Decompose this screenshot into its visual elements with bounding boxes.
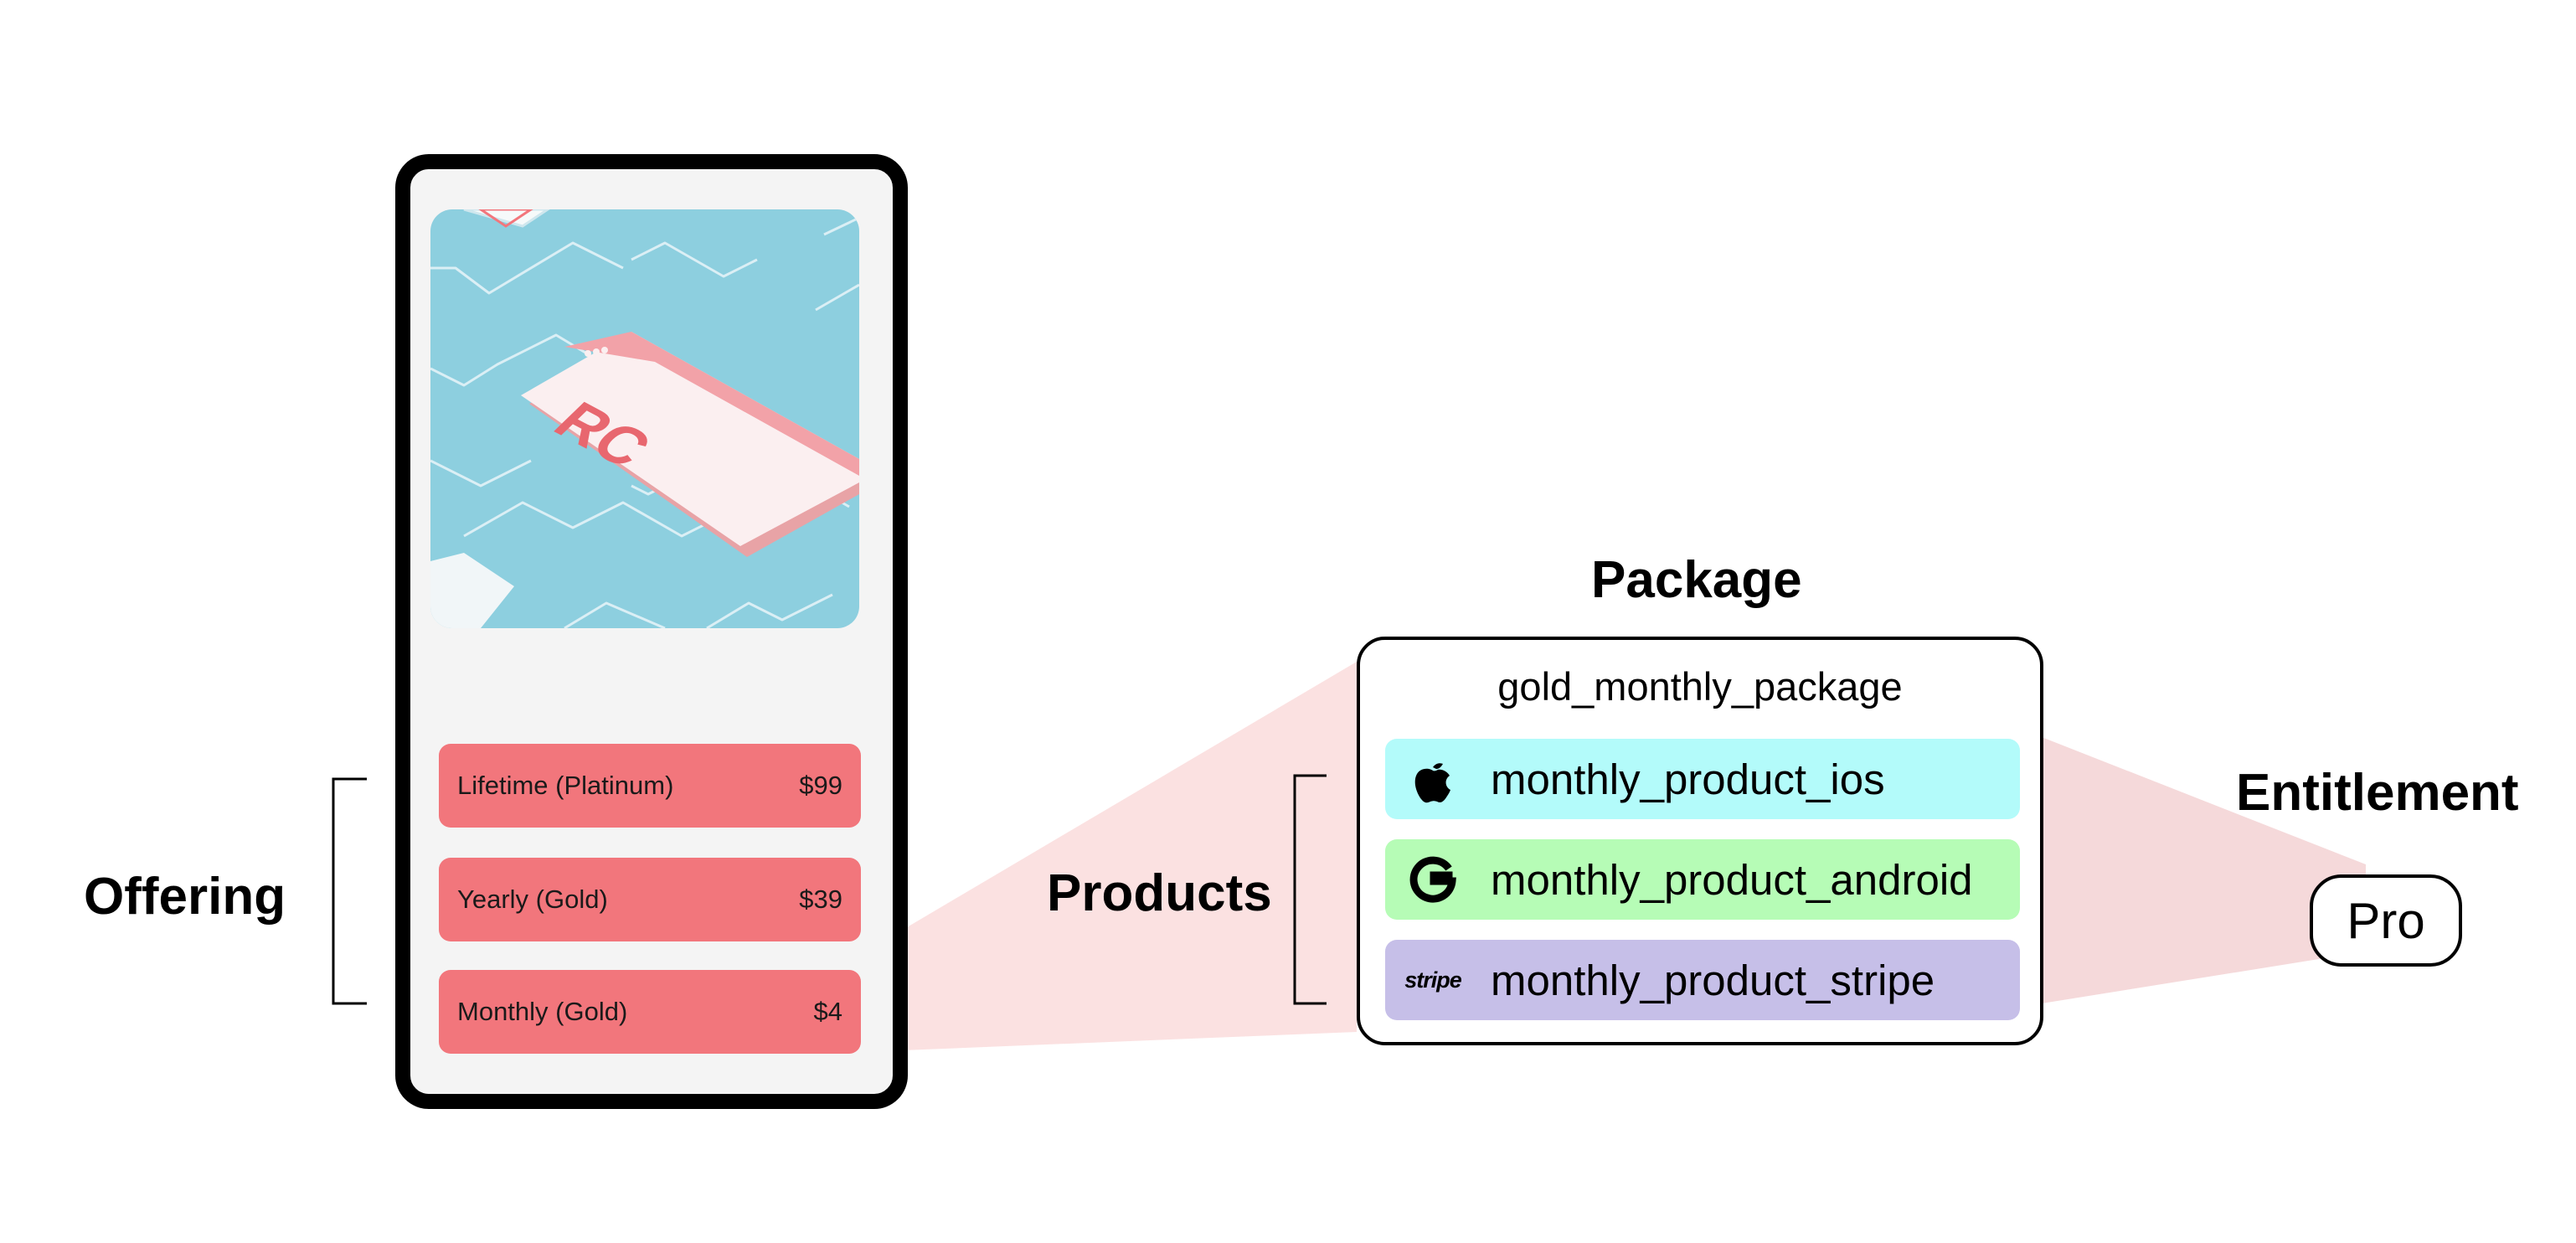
product-row-ios: monthly_product_ios bbox=[1385, 739, 2020, 819]
package-name: gold_monthly_package bbox=[1497, 664, 1903, 709]
offering-bracket bbox=[332, 777, 367, 1005]
option-price: $99 bbox=[799, 771, 842, 800]
products-bracket bbox=[1293, 774, 1327, 1005]
product-row-android: monthly_product_android bbox=[1385, 839, 2020, 920]
option-name: Monthly (Gold) bbox=[457, 997, 628, 1026]
offering-label: Offering bbox=[84, 868, 286, 926]
apple-icon bbox=[1405, 751, 1461, 807]
option-price: $4 bbox=[813, 997, 842, 1026]
package-box: gold_monthly_package monthly_product_ios… bbox=[1357, 637, 2043, 1045]
package-label: Package bbox=[1591, 551, 1802, 609]
option-row-monthly[interactable]: Monthly (Gold) $4 bbox=[439, 970, 861, 1054]
phone-mockup: RC Lifetime (Platinum) $99 Yearly (Gold)… bbox=[395, 154, 908, 1109]
products-label: Products bbox=[1047, 864, 1272, 922]
option-price: $39 bbox=[799, 885, 842, 914]
option-row-yearly[interactable]: Yearly (Gold) $39 bbox=[439, 858, 861, 941]
google-icon bbox=[1405, 852, 1461, 907]
entitlement-label: Entitlement bbox=[2236, 764, 2519, 822]
package-to-entitlement-connector bbox=[2042, 737, 2366, 1003]
stripe-icon: stripe bbox=[1404, 967, 1462, 993]
offering-to-package-connector bbox=[903, 662, 1357, 1050]
product-name: monthly_product_android bbox=[1491, 855, 1973, 904]
entitlement-pro-badge: Pro bbox=[2310, 874, 2462, 967]
option-name: Yearly (Gold) bbox=[457, 885, 608, 914]
product-row-stripe: stripe monthly_product_stripe bbox=[1385, 940, 2020, 1020]
product-name: monthly_product_ios bbox=[1491, 755, 1885, 803]
option-name: Lifetime (Platinum) bbox=[457, 771, 674, 800]
option-row-lifetime[interactable]: Lifetime (Platinum) $99 bbox=[439, 744, 861, 828]
product-name: monthly_product_stripe bbox=[1491, 956, 1935, 1004]
hero-illustration: RC bbox=[430, 209, 859, 628]
